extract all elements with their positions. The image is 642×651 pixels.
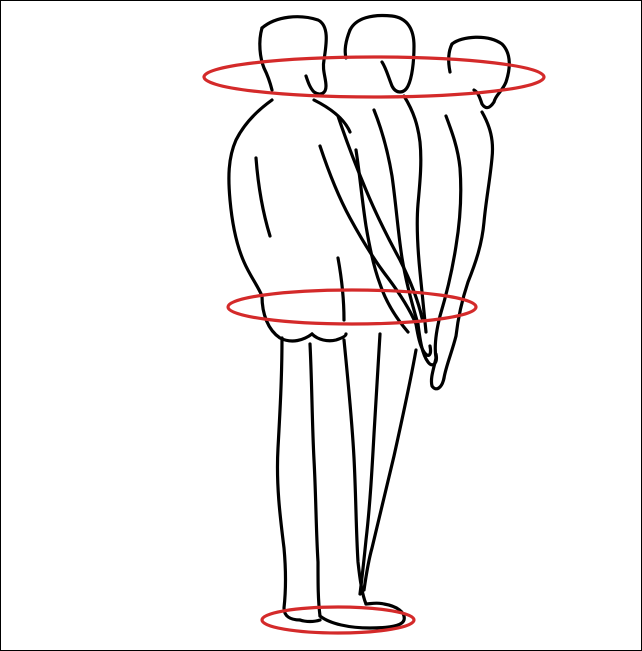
middle-figure <box>345 16 436 594</box>
hip-level-ring <box>228 290 476 324</box>
feet-level-ring <box>262 607 414 633</box>
head-level-ring <box>204 57 544 97</box>
